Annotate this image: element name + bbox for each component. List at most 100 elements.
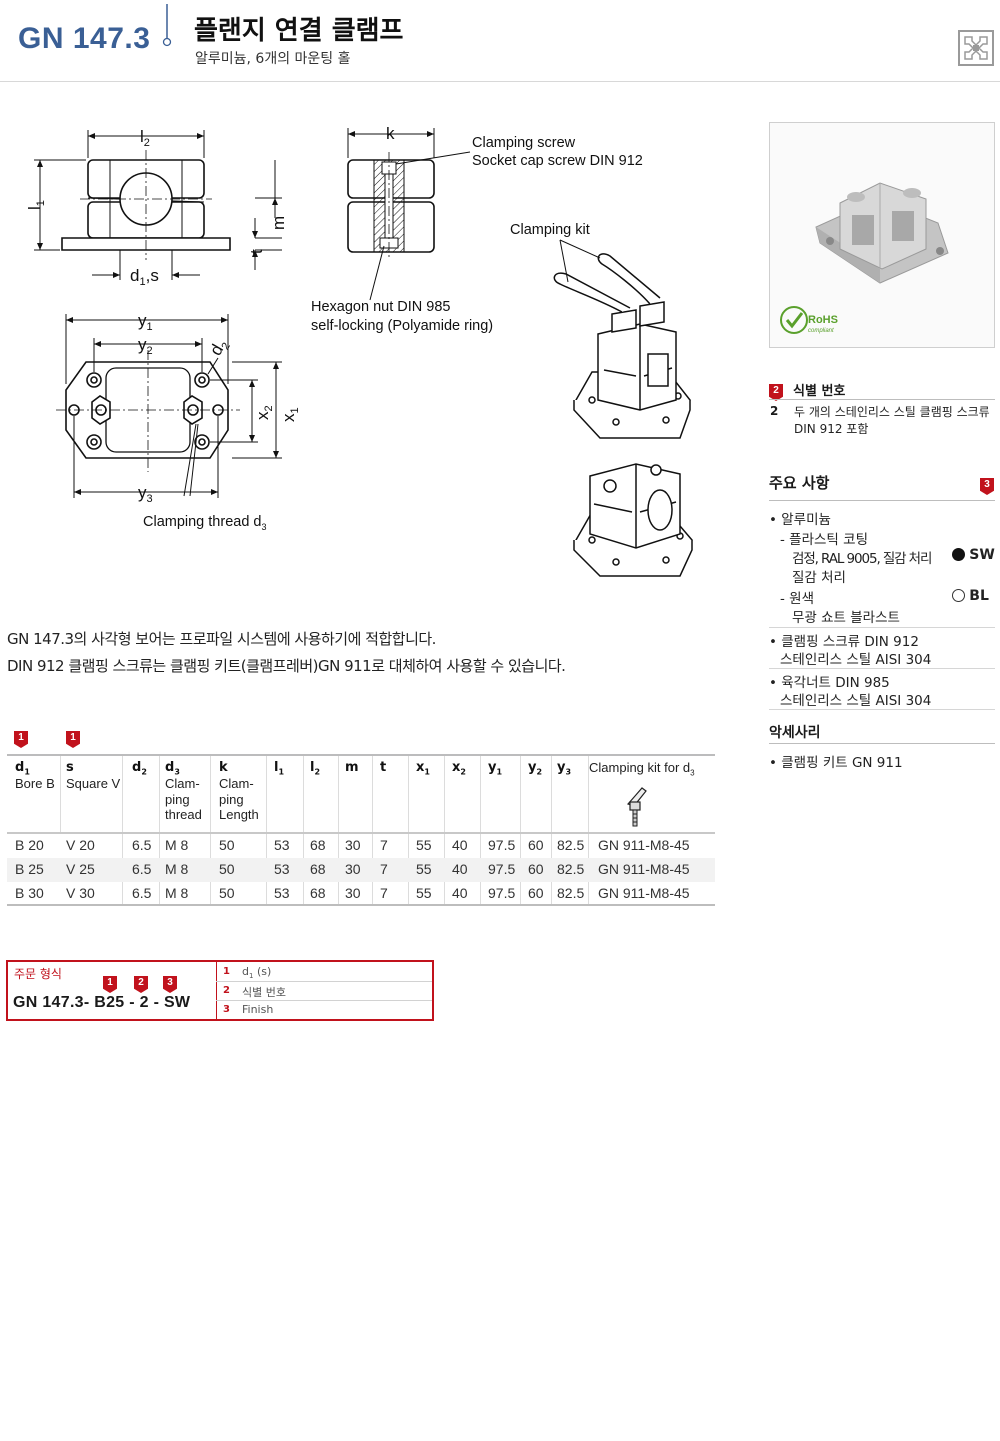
feature-divider (769, 627, 995, 628)
cell-m: 30 (345, 885, 361, 901)
dim-d2-label: d2 (206, 336, 233, 361)
product-description: GN 147.3의 사각형 보어는 프로파일 시스템에 사용하기에 적합합니다.… (7, 626, 566, 680)
cell-kit: GN 911-M8-45 (598, 885, 690, 901)
section-view-drawing (347, 152, 435, 260)
cell-s: V 20 (66, 837, 95, 853)
col-divider (338, 756, 339, 904)
row-shade (7, 858, 715, 882)
col-divider (159, 756, 160, 904)
dim-y3-label: y3 (138, 483, 153, 505)
col-header-d2: d2 (132, 760, 147, 777)
finish-sw: SW (952, 547, 995, 563)
feature-texture: 질감 처리 (792, 570, 846, 586)
order-divider (216, 962, 217, 1019)
order-row-line (216, 981, 432, 982)
cell-k: 50 (219, 837, 235, 853)
col-header-k: k (219, 760, 228, 775)
feature-nut-material: 스테인리스 스틸 AISI 304 (780, 693, 932, 709)
cell-y3: 82.5 (557, 885, 585, 901)
col-desc-s: Square V (66, 776, 121, 791)
cell-t: 7 (380, 885, 388, 901)
order-legend-num: 1 (223, 966, 230, 977)
order-title: 주문 형식 (14, 967, 62, 981)
col-desc-d1: Bore B (15, 776, 55, 791)
cell-m: 30 (345, 861, 361, 877)
table-badge-s: 1 (66, 731, 80, 748)
cell-t: 7 (380, 861, 388, 877)
cell-kit: GN 911-M8-45 (598, 861, 690, 877)
table-top-rule (7, 754, 715, 756)
cell-m: 30 (345, 837, 361, 853)
cell-x1: 55 (416, 837, 432, 853)
product-photo: RoHS compliant (769, 122, 995, 348)
order-badge: 2 (134, 976, 148, 993)
cell-d3: M 8 (165, 837, 189, 853)
col-divider (551, 756, 552, 904)
black-dot-icon (952, 548, 965, 561)
cell-l2: 68 (310, 861, 326, 877)
cell-l2: 68 (310, 885, 326, 901)
col-divider (210, 756, 211, 904)
callout-socket-cap: Socket cap screw DIN 912 (472, 153, 643, 169)
feature-plastic: - 플라스틱 코팅 (780, 532, 868, 548)
col-divider (480, 756, 481, 904)
order-legend-text: Finish (242, 1003, 274, 1016)
feature-divider (769, 709, 995, 710)
col-header-d3: d3 (165, 760, 180, 777)
order-badge: 1 (103, 976, 117, 993)
main-features-title: 주요 사항 (769, 474, 830, 492)
col-divider (408, 756, 409, 904)
cell-d2: 6.5 (132, 837, 152, 853)
cell-d2: 6.5 (132, 885, 152, 901)
cell-k: 50 (219, 885, 235, 901)
accessories-title: 악세사리 (769, 725, 821, 741)
callout-self-locking: self-locking (Polyamide ring) (311, 318, 493, 334)
col-header-t: t (380, 760, 387, 775)
col-header-kit: Clamping kit for d3 (589, 760, 695, 778)
order-legend-num: 3 (223, 1004, 230, 1015)
col-divider (122, 756, 123, 904)
order-example-box: 주문 형식 1 2 3 GN 147.3- B25 - 2 - SW 1 d1 … (6, 960, 434, 1021)
col-header-l2: l2 (310, 760, 321, 777)
dim-x1-label: x1 (279, 407, 301, 422)
col-divider (520, 756, 521, 904)
description-line: GN 147.3의 사각형 보어는 프로파일 시스템에 사용하기에 적합합니다. (7, 630, 436, 648)
clamping-kit-icon (626, 787, 647, 827)
cell-d3: M 8 (165, 885, 189, 901)
cell-y1: 97.5 (488, 861, 516, 877)
cell-d1: B 30 (15, 885, 44, 901)
feature-screw: • 클램핑 스크류 DIN 912 (769, 634, 919, 650)
iso-view-with-kit-drawing (553, 253, 691, 439)
ident-title: 식별 번호 (793, 384, 846, 399)
feature-matte: 무광 쇼트 블라스트 (792, 610, 900, 626)
cell-x1: 55 (416, 861, 432, 877)
col-divider (588, 756, 589, 904)
callout-clamping-thread: Clamping thread d3 (143, 514, 267, 532)
profile-system-icon (958, 30, 994, 66)
col-divider (266, 756, 267, 904)
dim-t-label: t (247, 249, 266, 254)
page-title: 플랜지 연결 클램프 (194, 16, 404, 46)
svg-text:compliant: compliant (808, 328, 834, 334)
cell-d2: 6.5 (132, 861, 152, 877)
order-badge: 3 (163, 976, 177, 993)
feature-nut: • 육각너트 DIN 985 (769, 675, 890, 691)
table-badge-d1: 1 (14, 731, 28, 748)
cell-x2: 40 (452, 861, 468, 877)
cell-l1: 53 (274, 837, 290, 853)
order-legend-num: 2 (223, 985, 230, 996)
cell-x1: 55 (416, 885, 432, 901)
order-legend-text: 식별 번호 (242, 986, 286, 999)
dim-d1s-label: d1,s (130, 266, 159, 288)
col-header-d1: d1 (15, 760, 30, 777)
col-divider (444, 756, 445, 904)
col-divider (60, 756, 61, 832)
white-dot-icon (952, 589, 965, 602)
dim-x2-label: x2 (253, 405, 275, 420)
order-legend-text: d1 (s) (242, 965, 272, 981)
feature-natural: - 원색 (780, 591, 815, 607)
col-header-m: m (345, 760, 359, 775)
iso-view-drawing (573, 463, 693, 577)
